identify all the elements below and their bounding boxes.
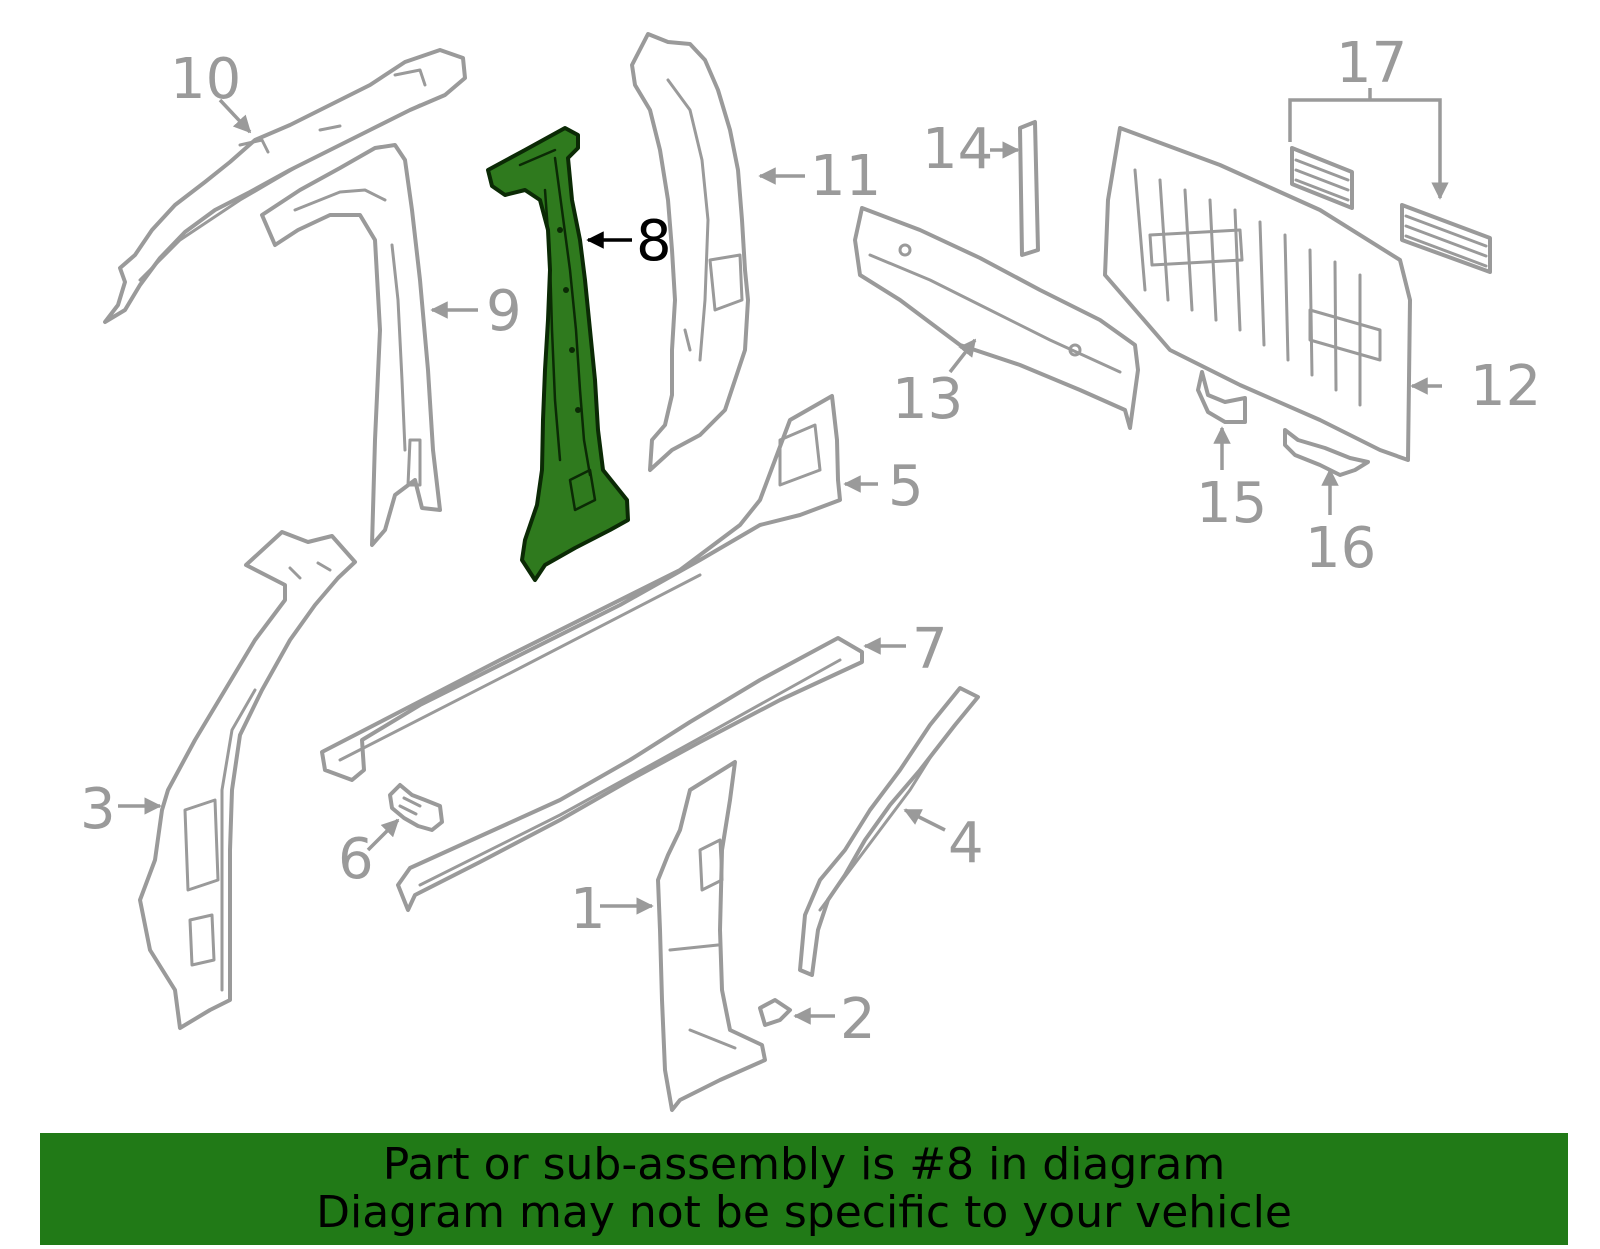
banner-line-1: Part or sub-assembly is #8 in diagram — [382, 1139, 1226, 1190]
callout-labels: 10 9 8 11 14 13 12 15 16 17 5 7 6 3 1 2 … — [80, 31, 1541, 1052]
part-7-rocker-inner[interactable] — [396, 636, 864, 912]
part-2-bracket[interactable] — [758, 998, 792, 1027]
part-17-vent-grilles[interactable] — [1290, 146, 1492, 274]
part-13-cross-member[interactable] — [853, 206, 1140, 430]
leader-lines — [118, 88, 1449, 1025]
label-4: 4 — [948, 811, 984, 876]
label-1: 1 — [570, 877, 606, 942]
part-9-a-pillar[interactable] — [260, 143, 442, 547]
part-10-roof-rail[interactable] — [103, 48, 467, 324]
label-10: 10 — [170, 47, 241, 112]
label-3: 3 — [80, 777, 116, 842]
info-banner: Part or sub-assembly is #8 in diagram Di… — [40, 1133, 1568, 1245]
part-12-back-panel[interactable] — [1103, 126, 1412, 462]
part-3-hinge-pillar[interactable] — [138, 530, 357, 1030]
part-11-c-pillar[interactable] — [630, 32, 750, 472]
label-7: 7 — [912, 617, 948, 682]
part-14-trim-strip[interactable] — [1018, 120, 1040, 257]
part-4-reinforcement[interactable] — [798, 686, 980, 977]
label-5: 5 — [888, 454, 924, 519]
label-14: 14 — [922, 117, 993, 182]
label-17: 17 — [1336, 31, 1407, 96]
label-2: 2 — [840, 987, 876, 1052]
label-13: 13 — [892, 367, 963, 432]
part-1-lower-pillar[interactable] — [656, 760, 767, 1112]
label-8[interactable]: 8 — [636, 209, 672, 274]
label-16: 16 — [1305, 516, 1376, 581]
label-9: 9 — [486, 279, 522, 344]
label-12: 12 — [1470, 354, 1541, 419]
label-11: 11 — [810, 144, 881, 209]
label-6: 6 — [338, 827, 374, 892]
part-16-bracket[interactable] — [1283, 428, 1370, 477]
banner-line-2: Diagram may not be specific to your vehi… — [316, 1187, 1292, 1238]
part-5-rocker-outer[interactable] — [320, 394, 842, 782]
part-15-bracket[interactable] — [1196, 370, 1247, 424]
label-15: 15 — [1196, 471, 1267, 536]
part-6-bolt[interactable] — [388, 783, 444, 832]
part-8-b-pillar-highlighted[interactable] — [486, 126, 630, 582]
